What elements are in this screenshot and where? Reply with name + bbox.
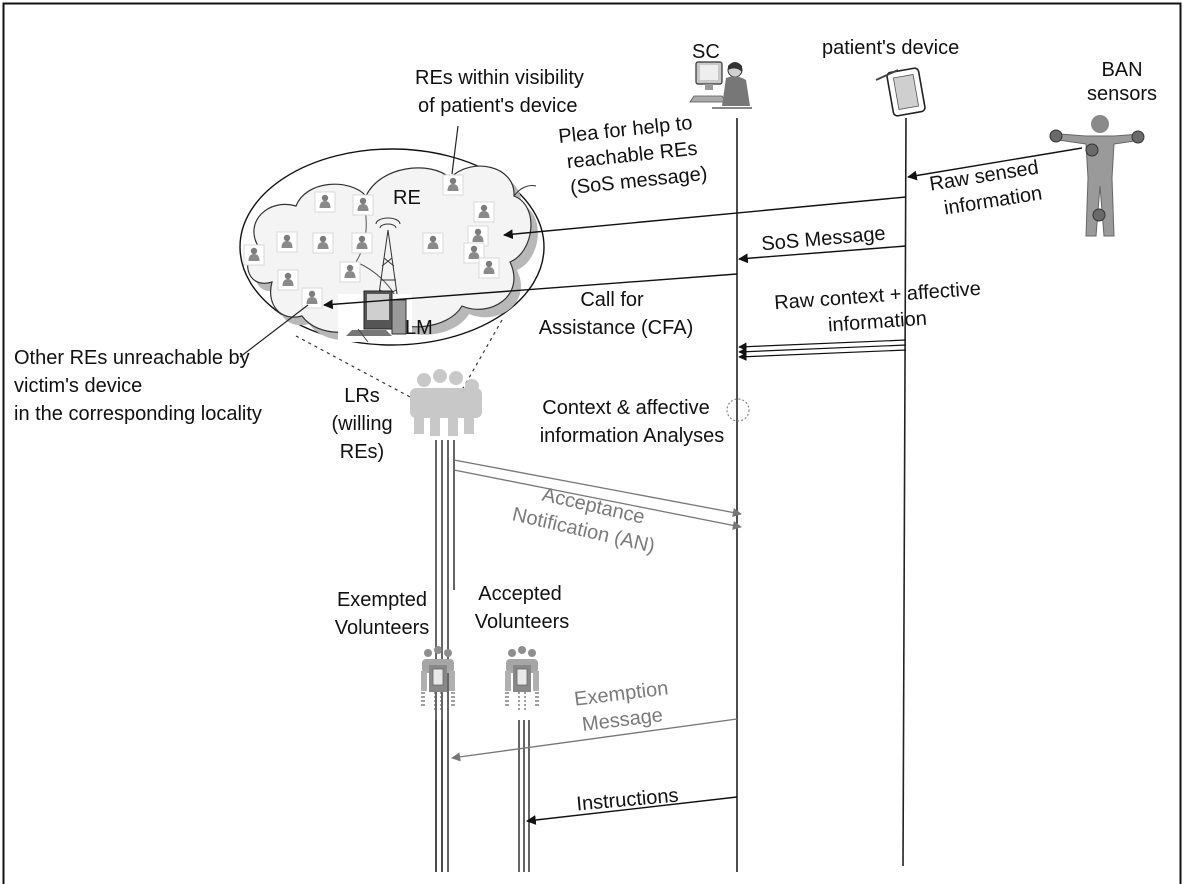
operator-icon (689, 61, 752, 109)
locality-ellipse (239, 148, 545, 346)
acceptance-arrow-1 (453, 459, 742, 517)
lm-computer-icon (338, 290, 412, 343)
lrs-line-2: (willing (331, 413, 392, 435)
accepted-line-2: Volunteers (475, 611, 570, 633)
raw-context-arrow-2 (738, 344, 907, 356)
sc-label: SC (692, 41, 720, 63)
exemption-arrow (451, 718, 738, 762)
analysis-activity-icon (726, 398, 750, 422)
exempted-volunteers-icon (420, 645, 456, 711)
lrs-line-3: REs) (340, 441, 384, 463)
patient-device-lifeline (902, 117, 907, 867)
instructions-arrow (526, 796, 738, 825)
sos-arrow (738, 245, 907, 264)
raw-context-label: Raw context + affective information (774, 278, 982, 337)
sensors-label: sensors (1087, 83, 1157, 105)
re-label: RE (393, 187, 421, 209)
cfa-arrow (323, 273, 738, 310)
visibility-note-line-1: REs within visibility (415, 67, 584, 89)
lrs-lifeline (435, 440, 455, 872)
unreachable-pointer (239, 304, 309, 358)
analyses-line-2: information Analyses (540, 425, 725, 447)
projection-line-right (461, 319, 503, 391)
lrs-group-icon (410, 369, 482, 436)
raw-context-line-1: Raw context + affective (774, 278, 982, 314)
unreachable-line-3: in the corresponding locality (14, 403, 262, 425)
raw-context-line-2: information (827, 308, 927, 337)
plea-label: Plea for help to reachable REs (SoS mess… (557, 112, 708, 199)
re-cloud: RE LM (239, 148, 545, 346)
cfa-line-2: Assistance (CFA) (539, 317, 693, 339)
accepted-line-1: Accepted (478, 583, 561, 605)
acceptance-arrow-2 (453, 469, 742, 530)
visibility-note-line-2: of patient's device (418, 95, 577, 117)
analyses-line-1: Context & affective (542, 397, 710, 419)
exempted-volunteers-lifeline (435, 720, 443, 872)
projection-line-left (295, 335, 413, 399)
lm-label: LM (405, 317, 433, 339)
exempted-line-2: Volunteers (335, 617, 430, 639)
body-sensors-icon (1049, 115, 1145, 237)
accepted-volunteers-icon (504, 645, 540, 711)
cfa-line-1: Call for (580, 289, 644, 311)
ban-label: BAN (1101, 59, 1142, 81)
raw-sensed-arrow (907, 147, 1083, 181)
accepted-volunteers-lifeline (518, 720, 530, 872)
unreachable-line-1: Other REs unreachable by (14, 347, 250, 369)
tablet-icon (875, 67, 926, 117)
antenna-icon (375, 217, 401, 309)
lrs-line-1: LRs (344, 385, 380, 407)
visibility-pointer (451, 125, 459, 175)
raw-context-arrow-1 (738, 339, 907, 351)
exemption-label: Exemption Message (573, 677, 669, 736)
exempted-line-1: Exempted (337, 589, 427, 611)
acceptance-label: Acceptance Notification (AN) (510, 484, 657, 558)
plea-arrow (503, 196, 907, 240)
unreachable-line-2: victim's device (14, 375, 142, 397)
patient-device-label: patient's device (822, 37, 959, 59)
raw-sensed-label: Raw sensed information (928, 157, 1044, 220)
sos-label: SoS Message (760, 223, 886, 256)
raw-context-arrow-3 (738, 349, 907, 361)
instructions-label: Instructions (576, 785, 680, 816)
